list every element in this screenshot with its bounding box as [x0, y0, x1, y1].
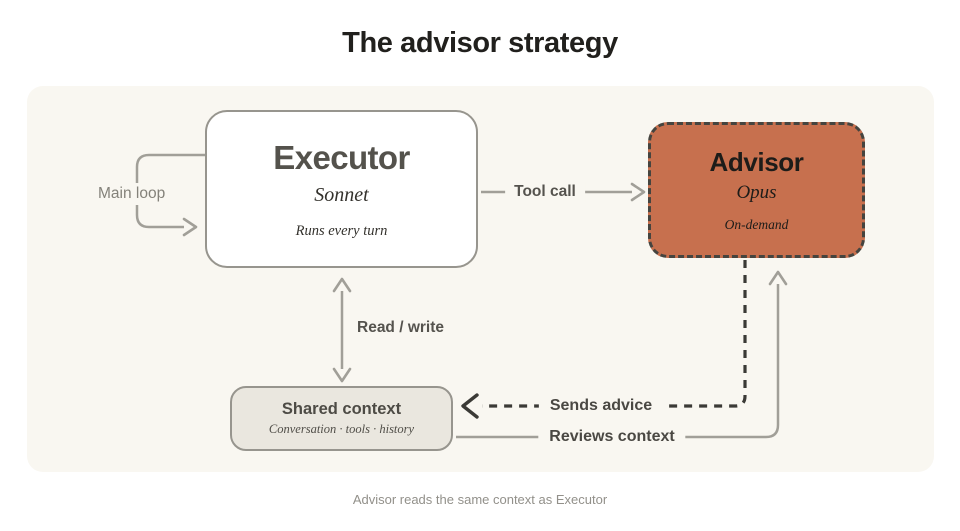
reviews-context-label: Reviews context: [538, 427, 686, 447]
advisor-note: On-demand: [724, 217, 789, 232]
shared-context-subtitle: Conversation · tools · history: [268, 422, 415, 436]
sends-advice-label: Sends advice: [538, 396, 664, 416]
executor-note: Runs every turn: [295, 222, 388, 239]
executor-model: Sonnet: [314, 183, 369, 206]
main-loop-label: Main loop: [93, 183, 171, 205]
advisor-title: Advisor: [709, 147, 804, 177]
shared-context-node: Shared context Conversation · tools · hi…: [230, 386, 453, 451]
page-title: The advisor strategy: [342, 27, 618, 59]
caption: Advisor reads the same context as Execut…: [352, 492, 608, 507]
advisor-node: Advisor Opus On-demand: [648, 122, 865, 258]
executor-node: Executor Sonnet Runs every turn: [205, 110, 478, 268]
tool-call-label: Tool call: [505, 182, 585, 202]
advisor-model: Opus: [736, 182, 777, 203]
read-write-label: Read / write: [357, 319, 444, 336]
executor-title: Executor: [273, 138, 410, 176]
shared-context-title: Shared context: [281, 400, 402, 418]
